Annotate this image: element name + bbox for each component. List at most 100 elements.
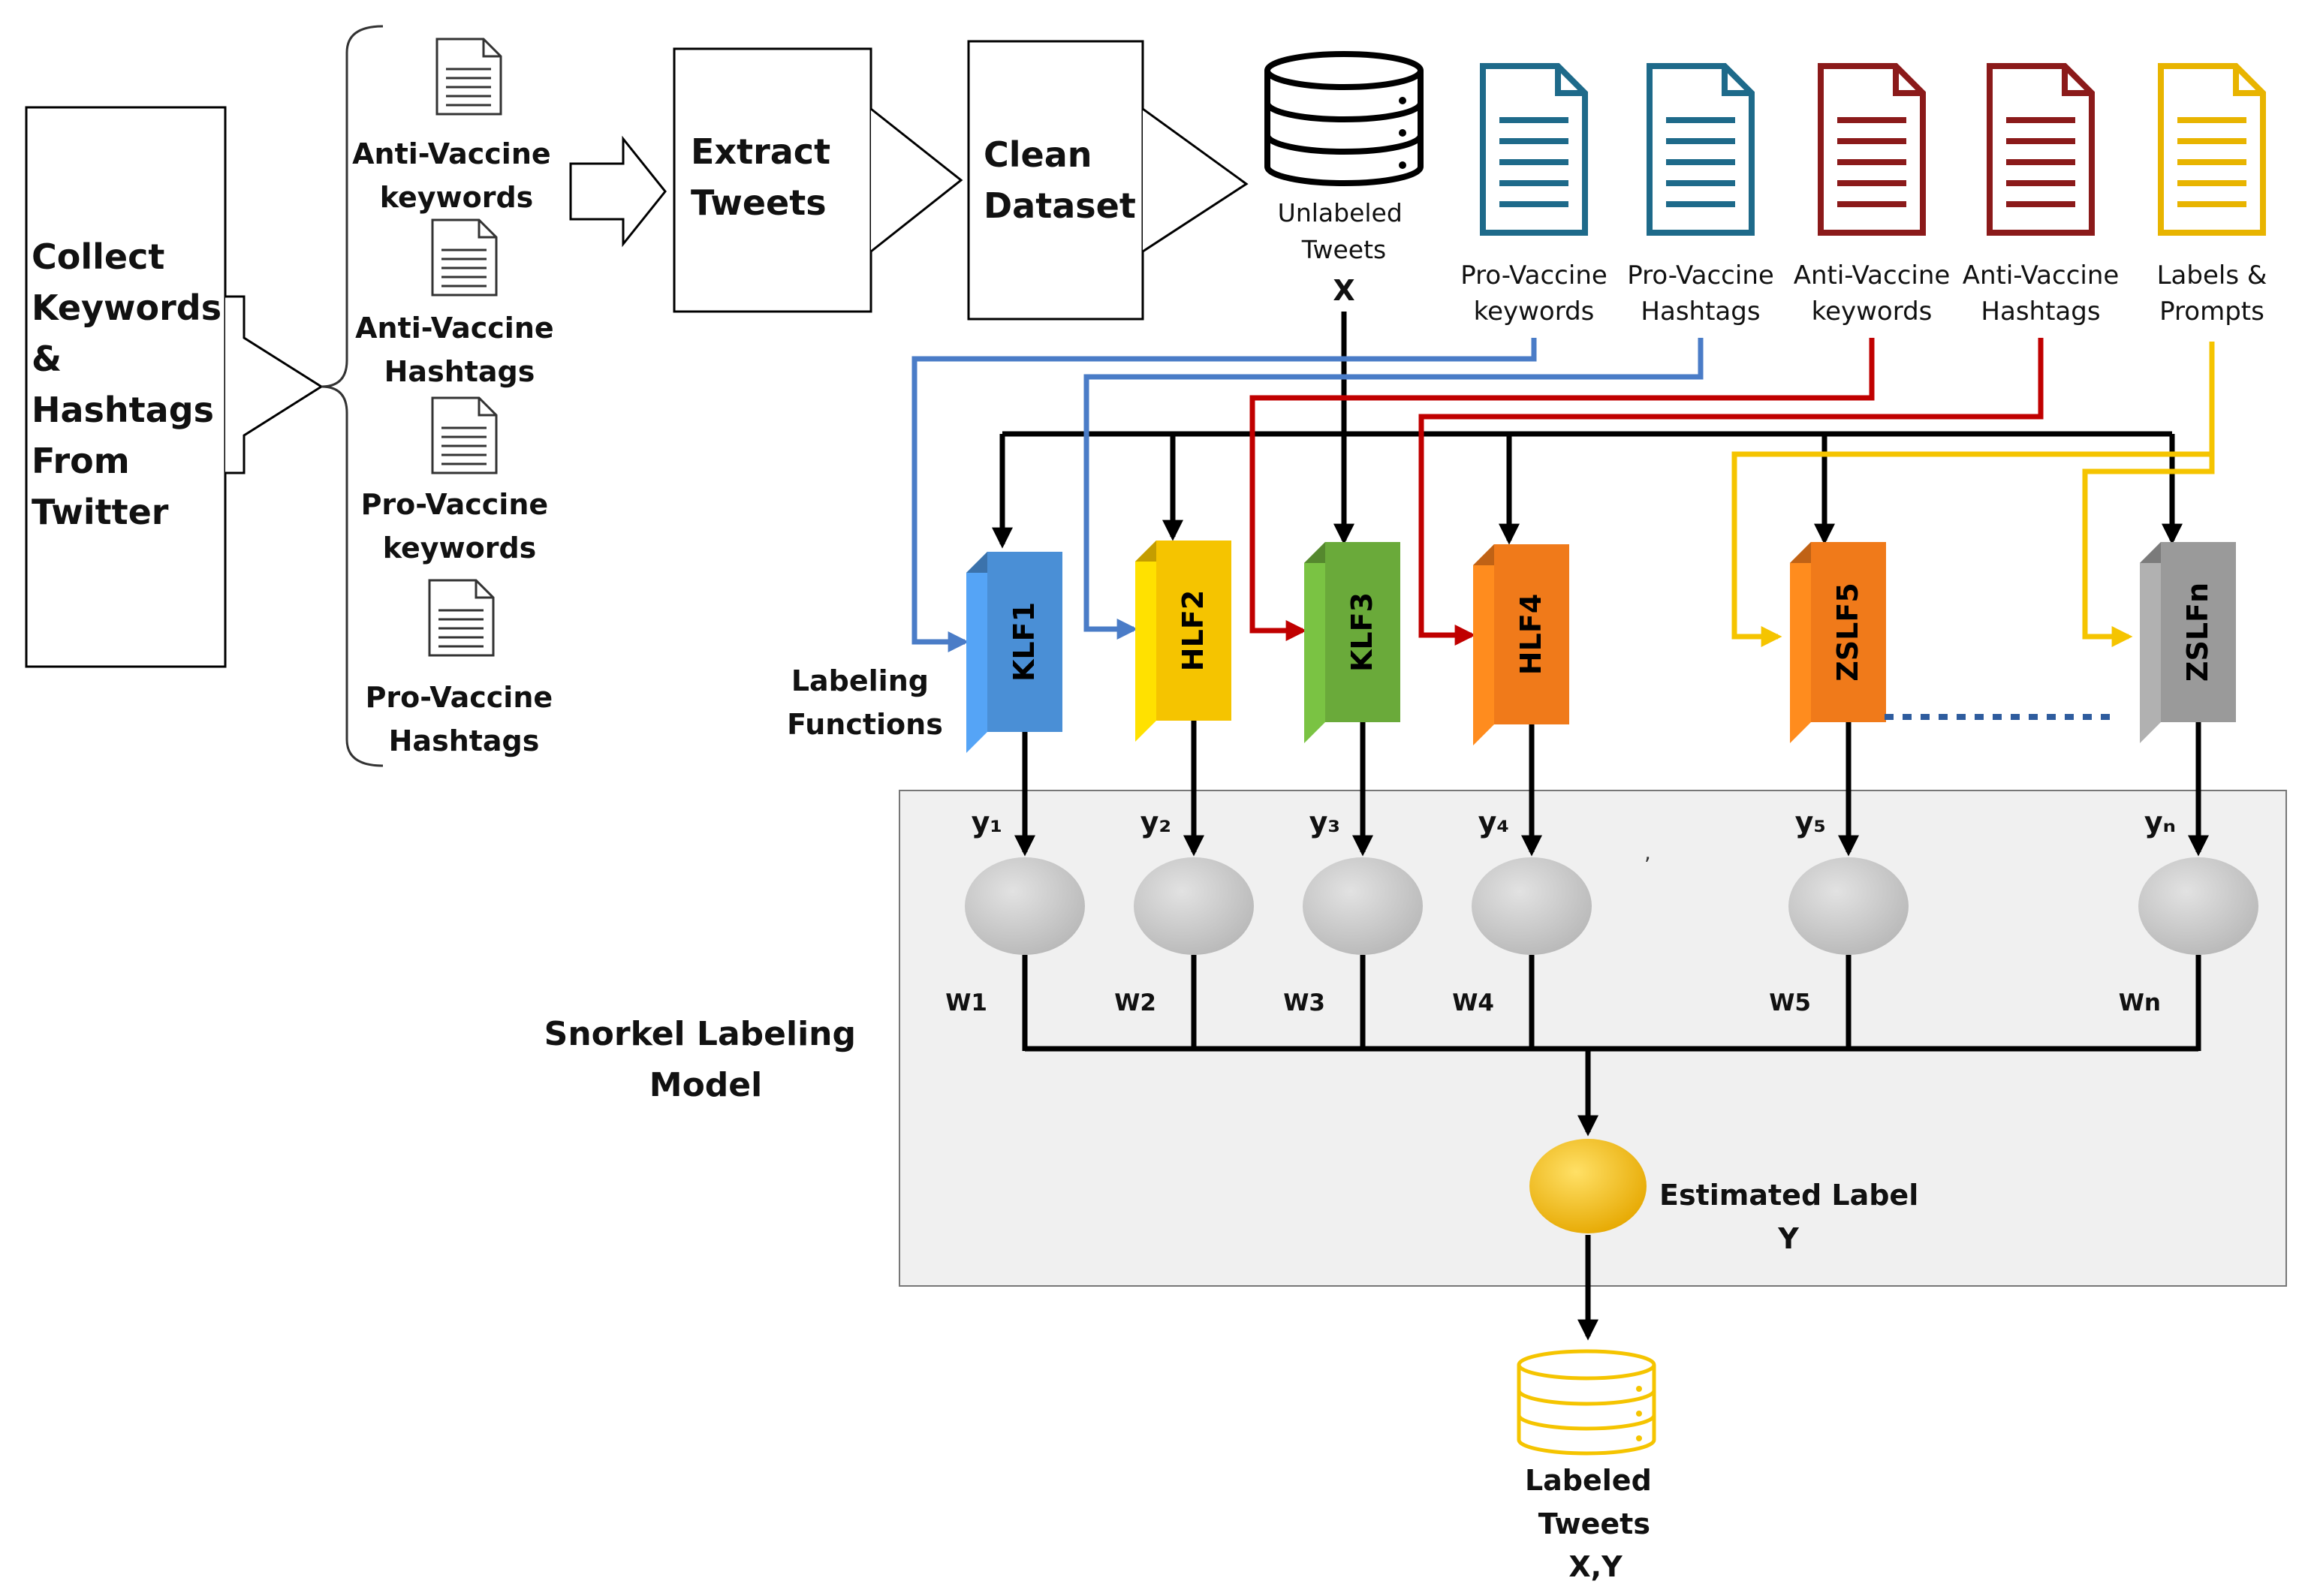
collect-line-2: Keywords xyxy=(32,288,221,328)
svg-text:Estimated Label Y: Estimated Label Y xyxy=(1659,1179,1928,1255)
clean-box xyxy=(967,40,1144,321)
label-node xyxy=(1134,857,1254,955)
source-doc-4-line-1: Anti-Vaccine xyxy=(1963,260,2120,291)
keyword-doc-2-line-1: Anti-Vaccine xyxy=(355,312,554,345)
weight-label: W2 xyxy=(1114,989,1156,1016)
source-doc-5-line-2: Prompts xyxy=(2159,297,2264,327)
lf-output-label: yₙ xyxy=(2144,806,2176,839)
keyword-doc-2: Anti-Vaccine Hashtags xyxy=(355,218,554,388)
svg-text:Labeling Functions: Labeling Functions xyxy=(787,664,943,741)
keyword-doc-4-line-1: Pro-Vaccine xyxy=(366,681,553,714)
source-doc-4-line-2: Hashtags xyxy=(1981,297,2100,327)
lf-output-label: y₁ xyxy=(972,806,1002,839)
red-line-anti-keywords xyxy=(1249,338,1875,641)
labeled-line-3: X,Y xyxy=(1568,1550,1623,1583)
keyword-brace xyxy=(321,25,384,767)
doc-icon xyxy=(431,218,498,297)
svg-text:Pro-Vaccine keywords: Pro-Vaccine keywords xyxy=(361,488,559,565)
keyword-doc-3-line-1: Pro-Vaccine xyxy=(361,488,549,521)
lf-output-label: y₅ xyxy=(1795,806,1826,839)
lf-label: KLF3 xyxy=(1345,592,1378,672)
clean-arrow xyxy=(1142,107,1249,253)
collect-line-1: Collect xyxy=(32,236,164,277)
estimated-label-node xyxy=(1529,1139,1647,1233)
svg-text:Pro-Vaccine Hashtags: Pro-Vaccine Hashtags xyxy=(366,681,563,757)
clean-stage: Clean Dataset xyxy=(967,40,1249,321)
keyword-docs: Anti-Vaccine keywords Anti-Vaccine Hasht… xyxy=(352,38,563,757)
yellow-line-to-zslf5 xyxy=(1731,342,2215,647)
lf-output-label: y₄ xyxy=(1478,806,1509,839)
extract-line-2: Tweets xyxy=(691,182,827,223)
collect-arrow xyxy=(225,295,324,474)
estimated-label-line-2: Y xyxy=(1777,1222,1799,1255)
collect-line-3: & xyxy=(32,339,62,379)
source-doc-2-line-2: Hashtags xyxy=(1641,297,1760,327)
keyword-doc-1: Anti-Vaccine keywords xyxy=(352,38,561,214)
extract-box xyxy=(673,47,872,313)
weight-label: Wn xyxy=(2119,989,2161,1016)
svg-text:Anti-Vaccine keywords: Anti-Vaccine keywords xyxy=(352,137,561,214)
label-node xyxy=(1303,857,1423,955)
lf-output-label: y₃ xyxy=(1309,806,1340,839)
doc-icon xyxy=(431,396,498,474)
keyword-doc-4-line-2: Hashtags xyxy=(389,724,540,757)
source-doc-3-line-1: Anti-Vaccine xyxy=(1794,260,1951,291)
database-icon xyxy=(1264,51,1424,186)
weight-label: W5 xyxy=(1769,989,1811,1016)
doc-icon xyxy=(1480,63,1588,236)
collect-line-5: From xyxy=(32,441,130,481)
source-doc-2-line-1: Pro-Vaccine xyxy=(1627,260,1774,291)
collect-line-4: Hashtags xyxy=(32,390,214,430)
lf-cube xyxy=(1494,544,1569,724)
collect-stage: Collect Keywords & Hashtags From Twitter xyxy=(25,106,324,668)
to-extract-arrow xyxy=(569,135,667,248)
lf-label: ZSLF5 xyxy=(1831,583,1864,682)
clean-line-2: Dataset xyxy=(984,185,1136,226)
aggregation xyxy=(1025,1046,2198,1341)
lf-cube xyxy=(1811,542,1886,722)
svg-text:Extract Tweets: Extract Tweets xyxy=(691,131,842,223)
lf-cube xyxy=(987,552,1062,732)
svg-text:Snorkel Labeling Model: Snorkel Labeling Model xyxy=(544,1015,868,1104)
weight-label: W3 xyxy=(1283,989,1325,1016)
source-doc-3-line-2: keywords xyxy=(1812,297,1933,327)
database-icon xyxy=(1517,1349,1656,1456)
label-node xyxy=(2138,857,2258,955)
keyword-doc-1-line-2: keywords xyxy=(380,181,534,214)
label-node xyxy=(1788,857,1909,955)
labeling-function-layer: KLF1y₁W1HLF2y₂W2KLF3y₃W3HLF4y₄W4ZSLF5y₅W… xyxy=(945,541,2258,1051)
svg-text:Collect Keywords &: Collect Keywords & Hashtags From Twitter xyxy=(32,236,234,532)
source-doc-1-line-2: keywords xyxy=(1474,297,1595,327)
unlabeled-tweets: Unlabeled Tweets X xyxy=(1264,51,1424,307)
svg-text:Labels &Prompts: Labels &Prompts xyxy=(2157,260,2267,327)
labeling-function-klf3: KLF3 y₃ W3 xyxy=(1283,542,1423,1051)
weight-label: W1 xyxy=(945,989,987,1016)
clean-line-1: Clean xyxy=(984,134,1092,175)
svg-text:Unlabeled Tweets: Unlabeled Tweets xyxy=(1278,198,1411,264)
doc-icon xyxy=(435,38,502,116)
svg-text:Labeled Tweets X,Y: Labeled Tweets X,Y xyxy=(1525,1464,1662,1583)
source-doc-5: Labels &Prompts xyxy=(2157,63,2267,327)
yellow-line-to-zslfn xyxy=(2082,454,2215,647)
doc-icon xyxy=(1987,63,2095,236)
doc-icon xyxy=(1647,63,1755,236)
red-line-anti-hashtags xyxy=(1418,338,2044,646)
blue-line-pro-hashtags xyxy=(1083,338,1704,640)
lf-label: ZSLFn xyxy=(2181,583,2214,682)
lf-output-label: y₂ xyxy=(1140,806,1171,839)
source-doc-1-line-1: Pro-Vaccine xyxy=(1460,260,1607,291)
keyword-doc-4: Pro-Vaccine Hashtags xyxy=(366,579,563,757)
extract-arrow xyxy=(870,107,963,253)
lf-cube xyxy=(1325,542,1400,722)
labeled-line-1: Labeled xyxy=(1525,1464,1652,1497)
doc-icon xyxy=(2158,63,2266,236)
